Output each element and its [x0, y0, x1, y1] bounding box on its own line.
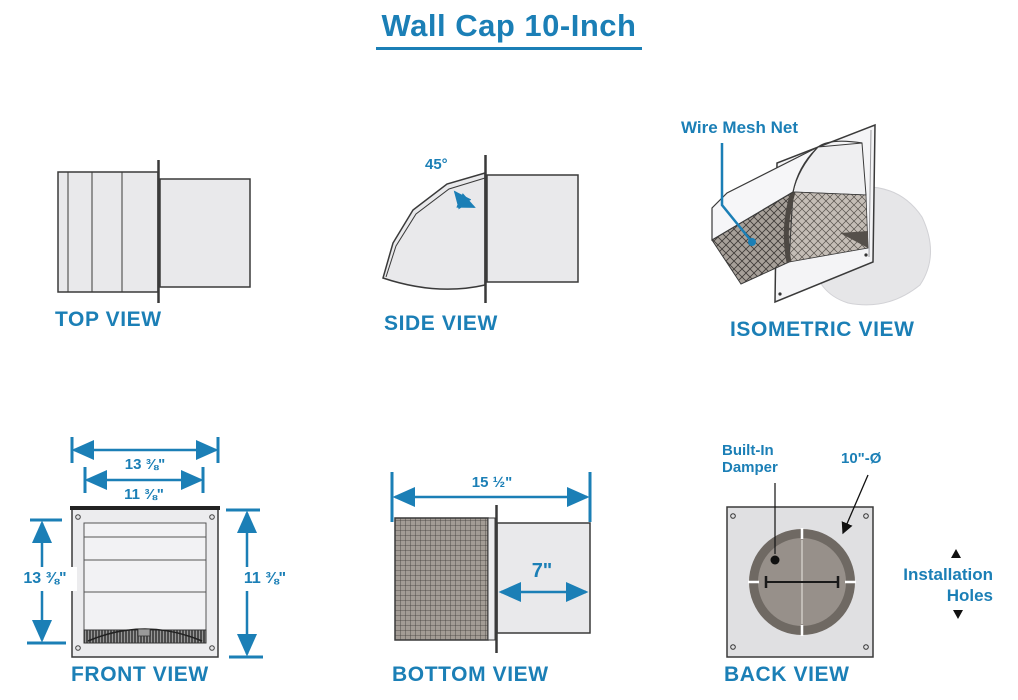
- diameter-pointer-arrow: [841, 474, 869, 535]
- isometric-mesh-annotation: Wire Mesh Net: [681, 118, 798, 137]
- hood-mouth-curve: [783, 191, 796, 263]
- back-view-drawing: [726, 474, 874, 658]
- front-louver-panel: [83, 522, 207, 631]
- isometric-view-label: ISOMETRIC VIEW: [730, 318, 915, 341]
- bottom-view-label: BOTTOM VIEW: [392, 663, 549, 686]
- side-view-hood-inner-edge: [385, 177, 486, 278]
- installation-hole: [863, 513, 869, 519]
- screw-hole: [864, 253, 868, 257]
- side-view-hood: [382, 172, 486, 290]
- back-damper-annotation: Built-In Damper: [722, 442, 778, 477]
- isometric-hood-interior: [792, 142, 867, 196]
- bottom-view-drawing: [390, 472, 592, 653]
- top-view-duct: [159, 178, 251, 288]
- bottom-wire-mesh: [394, 517, 489, 641]
- front-outer-width-label: 13 ⅜": [124, 456, 166, 473]
- hood-top-edge: [817, 140, 863, 148]
- mesh-shadow: [840, 231, 868, 248]
- damper-handle: [137, 628, 151, 637]
- back-view-label: BACK VIEW: [724, 663, 850, 686]
- bottom-duct-length-label: 7": [531, 560, 553, 582]
- screw-hole: [778, 292, 782, 296]
- flange-inner-edge: [868, 129, 872, 258]
- front-inner-width-label: 11 ⅜": [124, 486, 164, 503]
- bottom-depth-label: 15 ½": [471, 474, 513, 491]
- installation-hole: [863, 644, 869, 650]
- top-view-drawing: [57, 160, 251, 303]
- front-left-height-label: 13 ⅜": [13, 567, 77, 591]
- front-right-height-label: 11 ⅜": [233, 567, 297, 591]
- screw: [209, 514, 215, 520]
- installation-hole: [730, 644, 736, 650]
- back-holes-annotation: Installation Holes: [885, 561, 997, 610]
- page-title-text: Wall Cap 10-Inch: [375, 8, 643, 50]
- holes-arrow-up-icon: [951, 549, 961, 558]
- angle-arrow-icon: [453, 190, 476, 210]
- mesh-pointer-line: [720, 143, 753, 243]
- bottom-view-duct: [496, 522, 591, 634]
- top-view-louver-body: [57, 171, 159, 293]
- isometric-hood-rim: [711, 146, 819, 242]
- side-view-angle-annotation: 45°: [425, 156, 448, 173]
- installation-hole: [730, 513, 736, 519]
- top-view-label: TOP VIEW: [55, 308, 162, 331]
- holes-arrow-down-icon: [953, 610, 963, 619]
- isometric-view-drawing: [711, 123, 931, 306]
- page-title: Wall Cap 10-Inch: [0, 8, 1018, 50]
- front-view-label: FRONT VIEW: [71, 663, 209, 686]
- side-view-drawing: [382, 155, 579, 303]
- mesh-pointer-dot-icon: [748, 238, 756, 246]
- damper-pointer-dot-icon: [770, 555, 780, 565]
- screw: [209, 645, 215, 651]
- side-view-duct: [486, 174, 579, 283]
- mesh-frame-strip: [487, 517, 496, 641]
- screw: [75, 645, 81, 651]
- back-diameter-annotation: 10"-Ø: [841, 450, 882, 467]
- screw: [75, 514, 81, 520]
- side-view-label: SIDE VIEW: [384, 312, 498, 335]
